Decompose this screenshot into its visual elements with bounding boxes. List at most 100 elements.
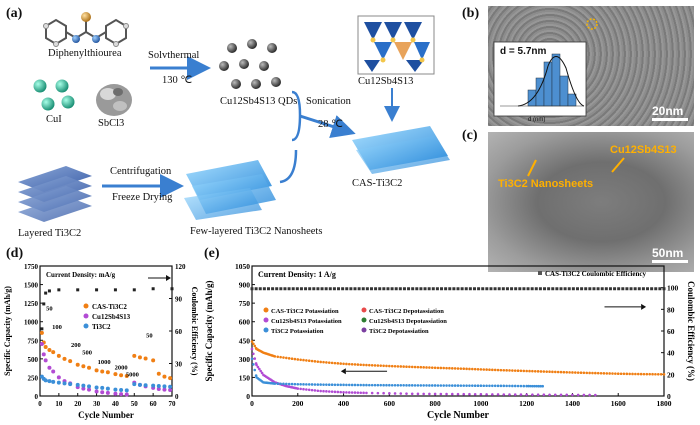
data-point xyxy=(313,383,317,386)
data-point xyxy=(399,365,403,368)
freeze-label: Freeze Drying xyxy=(112,192,173,203)
data-point xyxy=(430,366,434,369)
rate-label: 100 xyxy=(52,324,62,331)
ce-point xyxy=(505,287,509,291)
data-point xyxy=(51,350,56,355)
data-point xyxy=(250,340,254,343)
data-point xyxy=(105,386,110,391)
data-point xyxy=(302,358,305,362)
data-point xyxy=(476,384,480,388)
data-point xyxy=(616,372,620,376)
y2-axis-label: Coulombic Efficiency (%) xyxy=(686,281,696,381)
ce-point xyxy=(621,287,625,291)
data-point xyxy=(273,382,277,385)
data-point xyxy=(322,389,325,393)
data-point xyxy=(428,384,431,387)
data-point xyxy=(468,367,471,371)
data-point xyxy=(541,384,544,388)
data-point xyxy=(476,367,480,371)
data-point xyxy=(471,384,474,387)
ce-point xyxy=(295,287,299,291)
ce-point xyxy=(551,287,555,291)
y-tick-label: 250 xyxy=(28,374,39,382)
panel-b-label: (b) xyxy=(462,6,480,21)
data-point xyxy=(388,383,391,387)
data-point xyxy=(259,369,262,373)
data-point xyxy=(319,383,322,386)
ce-point xyxy=(291,287,295,291)
legend-marker xyxy=(263,317,269,323)
ce-point xyxy=(456,287,460,291)
data-point xyxy=(536,393,540,396)
x-tick-label: 1600 xyxy=(611,399,626,408)
data-point xyxy=(47,347,52,352)
ce-point xyxy=(575,287,579,291)
data-point xyxy=(132,382,137,387)
ce-point xyxy=(567,287,571,291)
data-point xyxy=(522,384,526,388)
ce-point xyxy=(423,287,427,291)
data-point xyxy=(445,366,448,370)
data-point xyxy=(168,384,173,389)
ce-point xyxy=(320,287,324,291)
data-point xyxy=(594,393,597,397)
data-point xyxy=(287,357,291,360)
data-point xyxy=(425,366,428,369)
ce-point xyxy=(514,287,518,291)
ce-point xyxy=(592,287,596,291)
data-point xyxy=(290,357,294,361)
data-point xyxy=(513,393,517,396)
data-point xyxy=(585,371,589,375)
data-point xyxy=(296,358,300,361)
data-point xyxy=(425,384,428,387)
data-point xyxy=(307,388,311,392)
data-point xyxy=(654,372,657,376)
data-point xyxy=(456,384,460,387)
data-point xyxy=(413,365,417,369)
data-point xyxy=(379,383,383,387)
data-point xyxy=(399,392,403,395)
data-point xyxy=(536,370,540,373)
crystal-structure xyxy=(357,15,435,75)
data-point xyxy=(162,387,167,392)
data-point xyxy=(143,383,148,388)
data-point xyxy=(252,352,255,356)
data-point xyxy=(379,364,383,367)
x-tick-label: 70 xyxy=(169,400,177,408)
ce-point xyxy=(440,287,444,291)
data-point xyxy=(571,393,574,397)
data-point xyxy=(119,392,124,397)
ce-point xyxy=(394,287,398,291)
ce-point xyxy=(283,287,287,291)
data-point xyxy=(433,392,437,396)
panel-d-label: (d) xyxy=(6,246,24,261)
data-point xyxy=(419,384,423,387)
ce-point xyxy=(402,287,406,291)
data-point xyxy=(316,383,320,386)
data-point xyxy=(310,359,314,363)
layered-label: Layered Ti3C2 xyxy=(18,228,82,239)
data-point xyxy=(662,373,666,376)
data-point xyxy=(279,355,282,359)
y-tick-label: 750 xyxy=(28,337,39,345)
ce-point xyxy=(337,287,341,291)
ce-point xyxy=(308,287,312,291)
data-point xyxy=(255,363,258,367)
ce-point xyxy=(287,287,291,291)
data-point xyxy=(533,369,537,373)
data-point xyxy=(276,355,280,359)
data-point xyxy=(410,365,414,369)
data-point xyxy=(648,372,651,376)
data-point xyxy=(370,383,374,387)
ce-point xyxy=(526,287,530,291)
annot-arrow-2 xyxy=(527,159,537,177)
legend-label: CAS-Ti3C2 Potassiation xyxy=(271,308,339,315)
data-point xyxy=(462,367,466,371)
x-tick-label: 800 xyxy=(429,399,441,408)
data-point xyxy=(485,368,488,371)
legend-marker xyxy=(263,307,269,313)
product-sheet xyxy=(352,126,450,174)
data-point xyxy=(599,371,603,375)
data-point xyxy=(325,361,328,364)
data-point xyxy=(436,366,440,370)
